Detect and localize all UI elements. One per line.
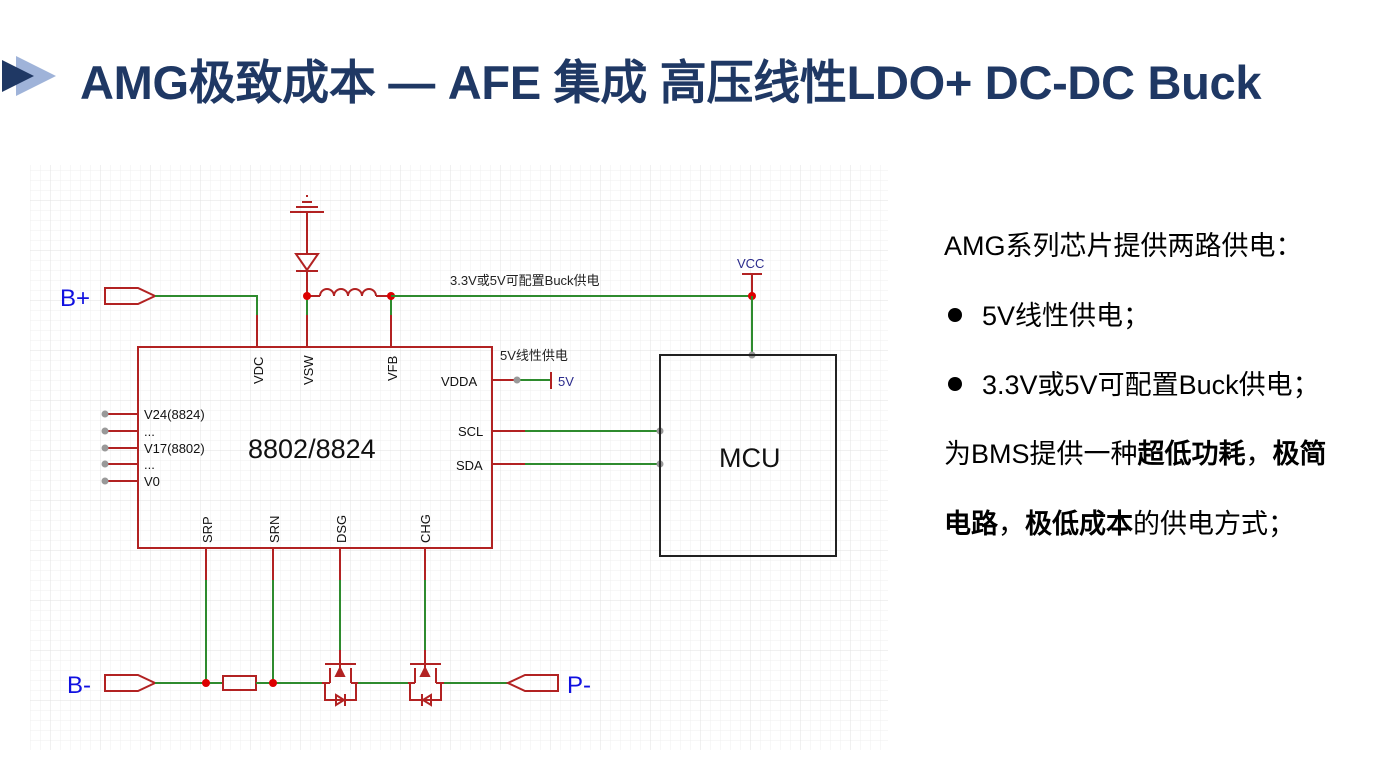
mcu-body — [659, 354, 837, 557]
wire-b-plus-to-vdc — [155, 295, 258, 347]
junction-dot — [269, 679, 277, 687]
vdda-5v-label: 5V — [558, 374, 574, 389]
pin-scl: SCL — [458, 424, 483, 439]
description-summary-line1: 为BMS提供一种超低功耗，极简 — [944, 432, 1327, 471]
title-bar: AMG极致成本 — AFE 集成 高压线性LDO+ DC-DC Buck — [0, 40, 1396, 110]
pin-vsw: VSW — [301, 355, 316, 385]
pin-srn: SRN — [267, 516, 282, 543]
pin-v17: V17(8802) — [144, 441, 205, 456]
junction-dot — [202, 679, 210, 687]
pin-dsg: DSG — [334, 515, 349, 543]
vcc-label: VCC — [737, 256, 764, 271]
summary-emphasis: 极简 — [1272, 439, 1327, 469]
discharge-mosfet-icon — [322, 663, 358, 707]
charge-mosfet-icon — [408, 663, 444, 707]
summary-text: ， — [1245, 439, 1273, 469]
port-b-plus-symbol — [104, 287, 158, 305]
grid-background — [30, 165, 888, 750]
pin-v0: V0 — [144, 474, 160, 489]
bullet-text: 5V线性供电； — [982, 301, 1151, 331]
afe-chip-name: 8802/8824 — [248, 434, 376, 464]
page-title: AMG极致成本 — AFE 集成 高压线性LDO+ DC-DC Buck — [80, 56, 1262, 109]
pin-vdda: VDDA — [441, 374, 477, 389]
schematic-diagram: B+ 3.3V或5V可配置Buck供电 VCC 8802/8824 VD — [30, 165, 888, 750]
junction-dot — [303, 292, 311, 300]
port-label-b-plus: B+ — [60, 285, 90, 312]
pin-srp: SRP — [200, 516, 215, 543]
port-p-minus-symbol — [505, 674, 559, 692]
pin-sda: SDA — [456, 458, 483, 473]
bullet-item-buck: 3.3V或5V可配置Buck供电； — [944, 363, 1320, 402]
ldo-supply-label: 5V线性供电 — [500, 348, 568, 363]
pin-vdc: VDC — [251, 357, 266, 384]
double-play-arrow-icon — [2, 56, 56, 96]
port-label-p-minus: P- — [567, 672, 591, 699]
pin-vfb: VFB — [385, 356, 400, 381]
description-summary-line2: 电路，极低成本的供电方式； — [944, 502, 1295, 541]
pin-ellipsis-1: ... — [144, 424, 155, 439]
mcu-name: MCU — [719, 443, 781, 473]
diode-icon — [294, 253, 320, 296]
summary-text: ， — [998, 509, 1025, 539]
pin-v24: V24(8824) — [144, 407, 205, 422]
pin-dot — [513, 376, 521, 384]
summary-text: 的供电方式； — [1133, 509, 1295, 539]
ground-symbol — [290, 195, 324, 254]
cell-voltage-pins — [101, 410, 138, 485]
bullet-item-ldo: 5V线性供电； — [944, 294, 1150, 333]
port-label-b-minus: B- — [67, 672, 91, 699]
summary-text: 为BMS提供一种 — [944, 439, 1138, 469]
description-intro: AMG系列芯片提供两路供电： — [944, 231, 1303, 261]
pin-ellipsis-2: ... — [144, 457, 155, 472]
bullet-dot-icon — [948, 376, 962, 391]
bottom-pin-wires — [205, 548, 426, 683]
buck-supply-label: 3.3V或5V可配置Buck供电 — [450, 273, 600, 288]
bullet-dot-icon — [948, 307, 962, 322]
port-b-minus-symbol — [104, 674, 158, 692]
summary-emphasis: 电路 — [944, 509, 998, 539]
summary-emphasis: 超低功耗 — [1137, 439, 1246, 469]
bullet-text: 3.3V或5V可配置Buck供电； — [982, 370, 1320, 400]
summary-emphasis: 极低成本 — [1025, 509, 1133, 539]
pin-chg: CHG — [418, 514, 433, 543]
